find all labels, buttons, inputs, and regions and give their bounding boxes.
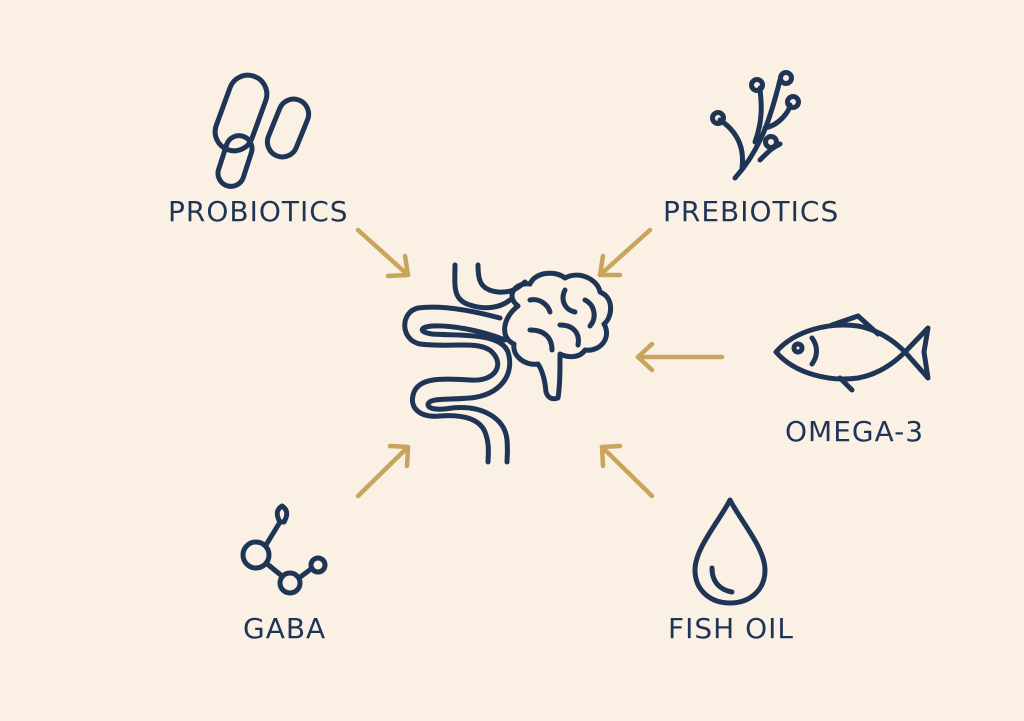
arrow-gaba-to-center [355,443,411,499]
label-omega3: OMEGA-3 [785,415,925,448]
label-fish-oil: FISH OIL [668,612,794,645]
label-prebiotics: PREBIOTICS [663,195,840,228]
arrow-fish-oil-to-center [599,443,655,499]
arrow-prebiotics-to-center [597,227,653,278]
label-probiotics: PROBIOTICS [168,195,349,228]
arrow-probiotics-to-center [355,227,411,279]
gut-brain-icon [402,262,614,465]
plant-sprig-icon [710,70,801,181]
arrow-omega3-to-center [635,341,725,373]
fish-icon [773,313,931,393]
label-gaba: GABA [243,612,327,645]
capsules-icon [212,72,312,189]
oil-drop-icon [692,497,768,606]
molecule-icon [240,503,328,596]
